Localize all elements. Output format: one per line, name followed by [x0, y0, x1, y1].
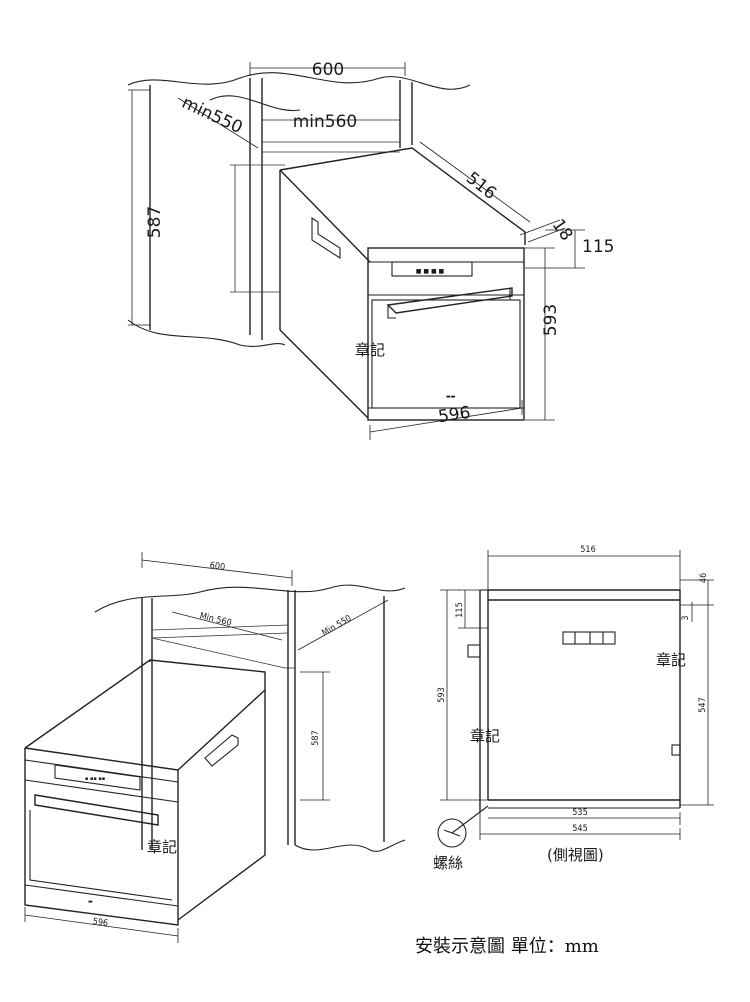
- caption: 安裝示意圖 單位：mm: [415, 936, 599, 957]
- stamp-bottom-left: 章記: [147, 838, 177, 856]
- screw-label: 螺絲: [433, 854, 463, 872]
- stamp-side-right: 章記: [656, 651, 686, 669]
- dim-115-top: 115: [582, 237, 614, 257]
- dim-600-top: 600: [312, 60, 344, 80]
- svg-text:▬▬: ▬▬: [446, 394, 456, 400]
- dim-min550-bottom: Min 550: [320, 614, 353, 639]
- svg-text:■ ■ ■ ■: ■ ■ ■ ■: [416, 268, 445, 275]
- dim-516-top: 516: [462, 168, 500, 204]
- dim-587-top: 587: [145, 206, 165, 238]
- side-view-diagram: 516 46 3 547 115 593: [433, 545, 714, 872]
- dim-545-side: 545: [572, 824, 587, 834]
- dim-596-top: 596: [437, 403, 472, 427]
- dim-min560-bottom: Min 560: [199, 611, 233, 629]
- stamp-top: 章記: [355, 341, 385, 359]
- screw-callout-circle: [437, 818, 467, 848]
- stamp-side-left: 章記: [470, 727, 500, 745]
- dim-600-bottom: 600: [209, 561, 226, 573]
- dim-3-side: 3: [681, 615, 691, 620]
- dim-593-top: 593: [541, 304, 561, 336]
- dim-min560-top: min560: [293, 112, 358, 132]
- svg-text:▬: ▬: [88, 899, 93, 905]
- dim-593-side: 593: [437, 687, 447, 702]
- dim-596-bottom: 596: [92, 917, 109, 929]
- dim-547-side: 547: [698, 697, 708, 712]
- dim-516-side: 516: [580, 545, 595, 555]
- dim-587-bottom: 587: [311, 730, 321, 745]
- bottom-left-cabinet-diagram: 600 Min 560 Min 550 587 ▪ ▪▪ ▪▪ ▬ 596: [24, 552, 406, 943]
- top-cabinet-diagram: 587 600 min560 min550 ■ ■ ■ ■ ▬▬: [127, 60, 614, 440]
- svg-text:▪ ▪▪ ▪▪: ▪ ▪▪ ▪▪: [85, 776, 105, 782]
- dim-535-side: 535: [572, 808, 587, 818]
- dim-115-side: 115: [455, 602, 465, 617]
- side-view-label: (側視圖): [547, 846, 604, 864]
- dim-46-side: 46: [699, 573, 709, 583]
